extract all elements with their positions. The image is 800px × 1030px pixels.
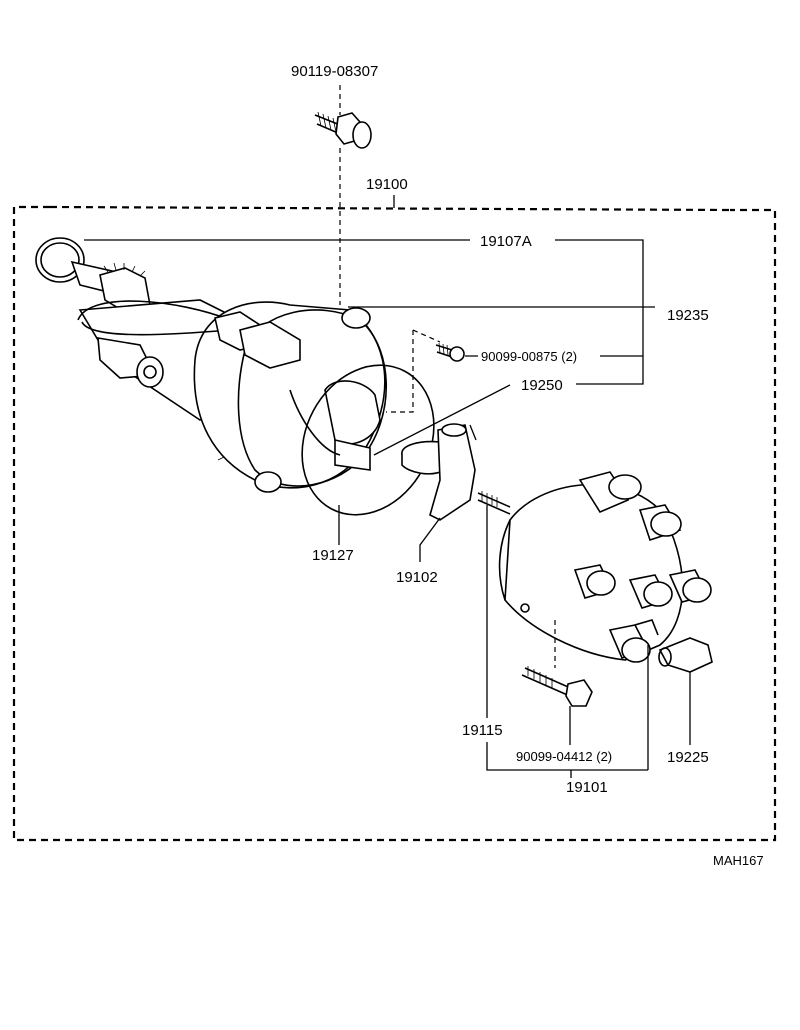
cap-screw-graphic [521,666,593,707]
label-bolt-top: 90119-08307 [291,63,378,80]
bolt-top-graphic [314,111,372,149]
distributor-housing-graphic [35,237,388,493]
leader-rotor [419,517,441,562]
label-cap-assembly: 19101 [566,779,608,796]
label-o-ring: 19107A [480,233,532,250]
label-screw-small: 90099-00875 (2) [481,349,577,364]
label-cap-screw: 90099-04412 (2) [516,749,612,764]
rotor-graphic [401,423,477,521]
label-assembly: 19100 [366,176,408,193]
leader-cap-assembly [570,645,649,778]
assembly-frame-top [49,205,731,212]
screw-small-graphic [435,342,465,362]
leader-terminal [486,505,648,771]
leader-o-ring [84,239,644,385]
leader-signal-generator [373,384,511,456]
assembly-frame [12,205,777,842]
label-signal-generator: 19250 [521,377,563,394]
label-terminal: 19115 [462,722,503,739]
distributor-cap-graphic [498,471,712,663]
label-rotor: 19102 [396,569,438,586]
terminal-graphic [477,491,511,515]
label-gasket: 19127 [312,547,354,564]
label-housing: 19235 [667,307,709,324]
diagram-code: MAH167 [713,853,764,868]
cap-boot-graphic [658,637,713,673]
label-cap-boot: 19225 [667,749,709,766]
